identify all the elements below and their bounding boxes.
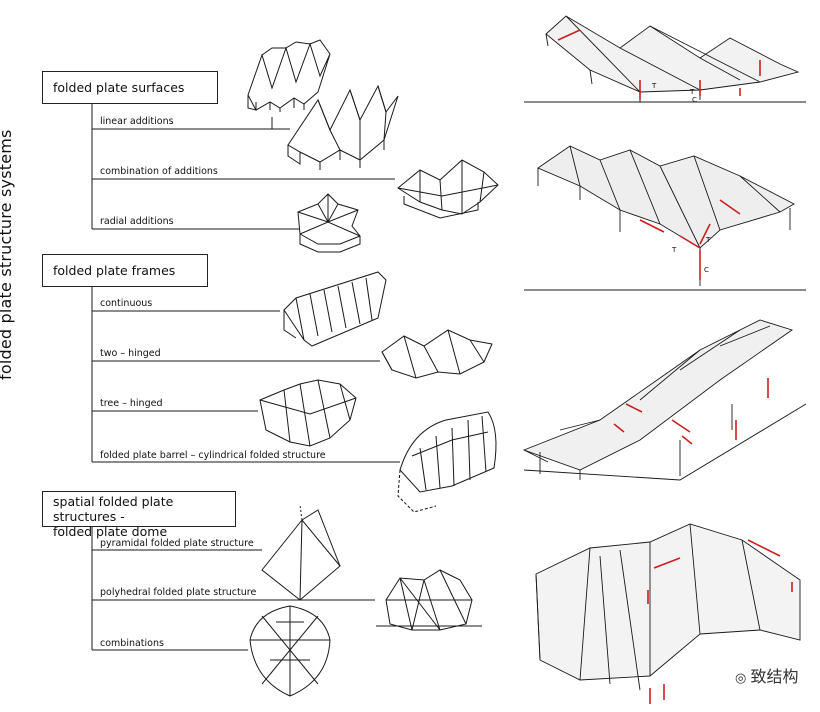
sketch-linear-large — [287, 84, 399, 170]
item-pyramidal: pyramidal folded plate structure — [100, 538, 254, 549]
tree-line-surfaces — [91, 104, 395, 230]
photo-label: T — [671, 246, 677, 254]
photo-1 — [524, 8, 806, 108]
watermark-icon: ◎ — [735, 671, 751, 686]
sketch-pyramid — [261, 504, 341, 601]
sketch-linear-additions — [247, 39, 331, 112]
sketch-dome — [249, 605, 331, 697]
item-combination-of-additions: combination of additions — [100, 166, 218, 177]
group-title: folded plate frames — [53, 263, 176, 278]
item-linear-additions: linear additions — [100, 116, 174, 127]
photo-4 — [535, 523, 801, 704]
sketch-radial — [297, 193, 361, 253]
tree-line-frames — [91, 287, 400, 463]
photo-label: T — [689, 88, 695, 96]
sketch-tree-hinged — [259, 379, 357, 447]
sketch-barrel — [397, 411, 497, 513]
watermark-text: 致结构 — [750, 667, 799, 686]
group-title: folded plate surfaces — [53, 80, 185, 95]
item-folded-plate-barrel: folded plate barrel – cylindrical folded… — [100, 450, 326, 461]
photo-label: C — [692, 96, 697, 104]
item-continuous: continuous — [100, 298, 153, 309]
tree-line-spatial — [91, 527, 375, 651]
photo-2 — [524, 145, 806, 291]
photo-3 — [522, 319, 807, 481]
photo-label: C — [704, 266, 709, 274]
photo-label: T — [651, 82, 657, 90]
group-box-spatial: spatial folded plate structures - folded… — [42, 491, 236, 539]
item-tree-hinged: tree – hinged — [100, 398, 163, 409]
group-title-line2: folded plate dome — [53, 524, 168, 539]
sketch-two-hinged — [381, 329, 493, 379]
watermark: ◎ 致结构 — [735, 663, 799, 687]
group-box-frames: folded plate frames — [42, 254, 208, 287]
item-combinations: combinations — [100, 638, 164, 649]
sketch-continuous — [283, 271, 387, 347]
sketch-combination — [397, 159, 499, 219]
photo-label: T — [705, 236, 711, 244]
item-two-hinged: two – hinged — [100, 348, 161, 359]
group-box-surfaces: folded plate surfaces — [42, 71, 218, 104]
item-radial-additions: radial additions — [100, 216, 174, 227]
item-polyhedral: polyhedral folded plate structure — [100, 587, 257, 598]
group-title-line1: spatial folded plate structures - — [53, 494, 174, 524]
sketch-polyhedral — [376, 569, 482, 631]
